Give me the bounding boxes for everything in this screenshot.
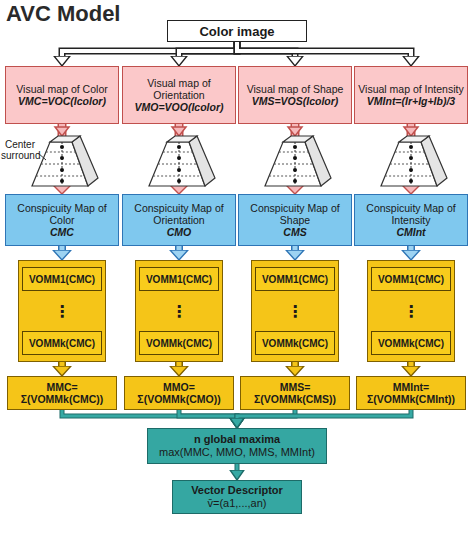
formula: CMInt	[396, 226, 425, 238]
flow-arrow	[411, 124, 412, 184]
process-box: Conspicuity Map of ColorCMC	[5, 194, 119, 246]
ellipsis: ⋮	[287, 302, 303, 321]
formula: VMInt=(Ir+Ig+Ib)/3	[367, 95, 455, 107]
process-box: VOMM1(CMC)	[22, 267, 102, 291]
process-box: VOMMk(CMC)	[22, 331, 102, 355]
process-box: VOMMk(CMC)	[371, 331, 451, 355]
ellipsis: ⋮	[171, 302, 187, 321]
flow-arrow	[237, 464, 238, 470]
formula: MMInt= Σ(VOMMk(CMInt))	[360, 381, 462, 405]
formula: VOMM1(CMC)	[378, 274, 444, 285]
process-box: VOMM1(CMC)	[255, 267, 335, 291]
ellipsis: ⋮	[54, 302, 70, 321]
flow-arrow	[295, 246, 296, 250]
formula: CMC	[50, 226, 74, 238]
process-box: MMInt= Σ(VOMMk(CMInt))	[356, 376, 466, 410]
box-label: Conspicuity Map of Color	[8, 202, 116, 226]
flow-arrow	[411, 246, 412, 250]
flow-arrow	[62, 124, 63, 184]
box-label: Visual map of Intensity	[358, 83, 463, 95]
flow-arrow	[62, 362, 63, 366]
flow-arrow	[179, 246, 180, 250]
process-box: MMO= Σ(VOMMk(CMO))	[124, 376, 234, 410]
formula: VOMM1(CMC)	[146, 274, 212, 285]
formula: v̄=(a1,...,an)	[207, 497, 266, 510]
formula: MMO= Σ(VOMMk(CMO))	[128, 381, 230, 405]
formula: MMS= Σ(VOMMk(CMS))	[244, 381, 346, 405]
formula: CMO	[167, 226, 192, 238]
box-label: n global maxima	[194, 433, 280, 446]
box-label: Conspicuity Map of Shape	[241, 202, 349, 226]
formula: CMS	[283, 226, 306, 238]
formula: VMO=VOO(Icolor)	[135, 101, 224, 113]
flow-arrow	[179, 124, 180, 184]
flow-arrow	[237, 410, 411, 418]
process-box: Conspicuity Map of ShapeCMS	[238, 194, 352, 246]
process-box: MMC= Σ(VOMMk(CMC))	[7, 376, 117, 410]
box-label: Vector Descriptor	[191, 484, 283, 497]
flow-arrow	[295, 362, 296, 366]
group-box: ⋮ VOMM1(CMC) VOMMk(CMC)	[135, 260, 223, 362]
formula: VOMMk(CMC)	[378, 338, 444, 349]
process-box: MMS= Σ(VOMMk(CMS))	[240, 376, 350, 410]
process-box: VOMMk(CMC)	[139, 331, 219, 355]
box-label: Visual map of Color	[16, 83, 107, 95]
group-box: ⋮ VOMM1(CMC) VOMMk(CMC)	[367, 260, 455, 362]
formula: VOMM1(CMC)	[262, 274, 328, 285]
process-box: VOMM1(CMC)	[139, 267, 219, 291]
flow-arrow	[237, 42, 411, 56]
box-label: Visual map of Shape	[247, 83, 344, 95]
flow-arrow	[62, 246, 63, 250]
flow-arrow	[179, 42, 237, 56]
process-box: VOMMk(CMC)	[255, 331, 335, 355]
process-box: Visual map of ColorVMC=VOC(Icolor)	[5, 66, 119, 124]
box-label: Conspicuity Map of Orientation	[125, 202, 233, 226]
formula: VOMMk(CMC)	[262, 338, 328, 349]
callout-label: Center surround	[1, 139, 39, 161]
process-box: Visual map of IntensityVMInt=(Ir+Ig+Ib)/…	[354, 66, 468, 124]
flow-arrow	[295, 124, 296, 184]
flow-arrow	[179, 410, 237, 418]
process-box: Conspicuity Map of IntensityCMInt	[354, 194, 468, 246]
box-label: Visual map of Orientation	[125, 77, 233, 101]
formula: VMC=VOC(Icolor)	[18, 95, 106, 107]
flow-arrow	[179, 362, 180, 366]
process-box: n global maximamax(MMC, MMO, MMS, MMInt)	[147, 428, 327, 464]
input-box: Color image	[167, 20, 307, 42]
formula: VOMMk(CMC)	[29, 338, 95, 349]
formula: VOMM1(CMC)	[29, 274, 95, 285]
process-box: Conspicuity Map of OrientationCMO	[122, 194, 236, 246]
formula: VMS=VOS(Icolor)	[252, 95, 339, 107]
diagram-title: AVC Model	[6, 1, 120, 27]
group-box: ⋮ VOMM1(CMC) VOMMk(CMC)	[251, 260, 339, 362]
process-box: Visual map of ShapeVMS=VOS(Icolor)	[238, 66, 352, 124]
formula: VOMMk(CMC)	[146, 338, 212, 349]
formula: max(MMC, MMO, MMS, MMInt)	[159, 446, 315, 459]
formula: MMC= Σ(VOMMk(CMC))	[11, 381, 113, 405]
box-label: Conspicuity Map of Intensity	[357, 202, 465, 226]
output-box: Vector Descriptorv̄=(a1,...,an)	[172, 480, 302, 514]
group-box: ⋮ VOMM1(CMC) VOMMk(CMC)	[18, 260, 106, 362]
box-label: Color image	[199, 24, 274, 39]
flow-arrow	[62, 410, 237, 418]
ellipsis: ⋮	[403, 302, 419, 321]
flow-arrow	[411, 362, 412, 366]
flow-arrow	[62, 42, 237, 56]
process-box: VOMM1(CMC)	[371, 267, 451, 291]
process-box: Visual map of OrientationVMO=VOO(Icolor)	[122, 66, 236, 124]
